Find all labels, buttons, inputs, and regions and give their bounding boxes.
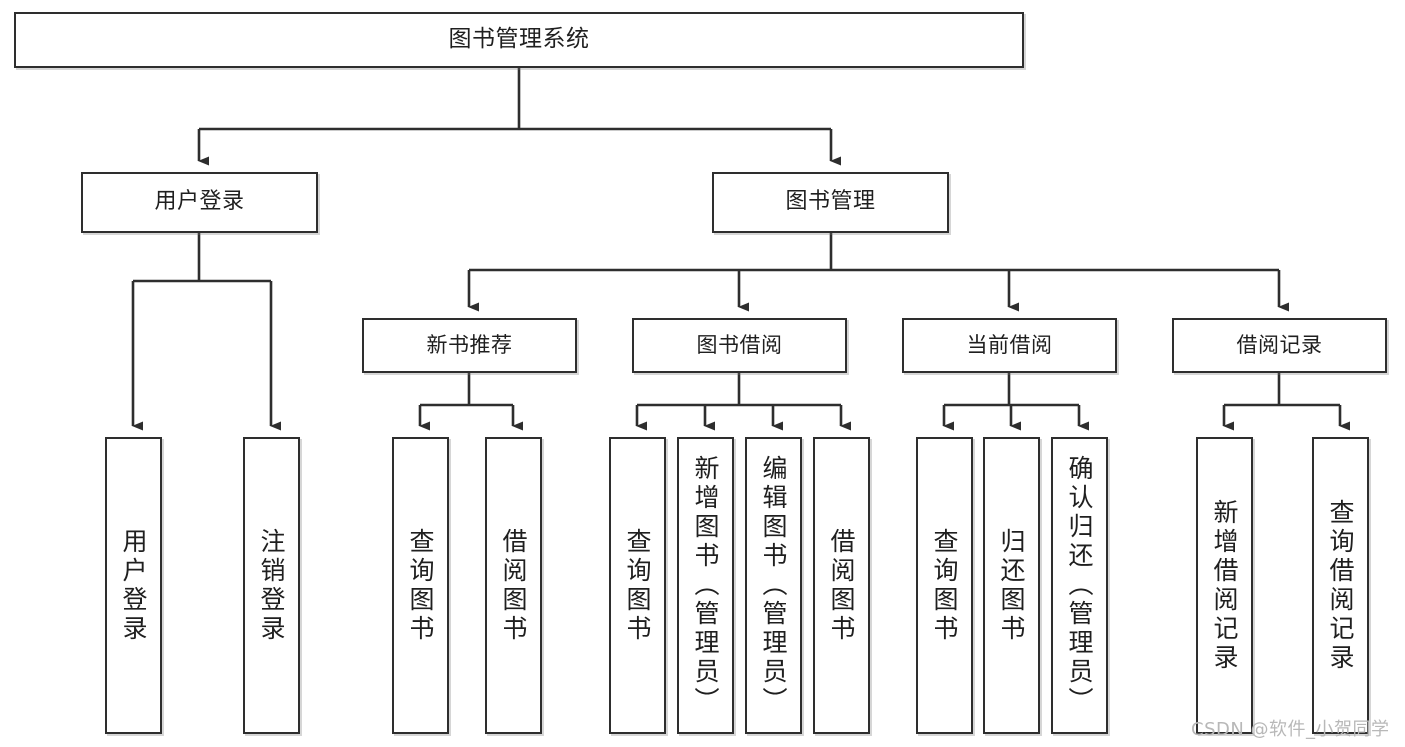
node-leaf-query-book-3[interactable]: 查询图书 bbox=[916, 437, 973, 734]
node-label-leaf-confirm-return: 确认归还（管理员） bbox=[1065, 455, 1094, 716]
node-leaf-query-record[interactable]: 查询借阅记录 bbox=[1312, 437, 1369, 734]
node-user-login[interactable]: 用户登录 bbox=[81, 172, 318, 233]
node-label-leaf-edit-book: 编辑图书（管理员） bbox=[759, 455, 788, 716]
node-label-current-borrow: 当前借阅 bbox=[966, 332, 1053, 357]
node-label-book-management: 图书管理 bbox=[785, 189, 876, 215]
node-leaf-borrow-book-1[interactable]: 借阅图书 bbox=[485, 437, 542, 734]
node-book-management[interactable]: 图书管理 bbox=[712, 172, 949, 233]
node-label-user-login: 用户登录 bbox=[154, 189, 245, 215]
node-leaf-return-book[interactable]: 归还图书 bbox=[983, 437, 1040, 734]
node-leaf-edit-book[interactable]: 编辑图书（管理员） bbox=[745, 437, 802, 734]
node-current-borrow[interactable]: 当前借阅 bbox=[902, 318, 1117, 373]
node-book-borrow[interactable]: 图书借阅 bbox=[632, 318, 847, 373]
node-label-leaf-add-book: 新增图书（管理员） bbox=[691, 455, 720, 716]
node-root-book-management-system[interactable]: 图书管理系统 bbox=[14, 12, 1024, 68]
node-leaf-add-record[interactable]: 新增借阅记录 bbox=[1196, 437, 1253, 734]
node-label-leaf-query-book-1: 查询图书 bbox=[406, 527, 435, 644]
node-label-root: 图书管理系统 bbox=[448, 26, 590, 53]
node-leaf-add-book[interactable]: 新增图书（管理员） bbox=[677, 437, 734, 734]
node-label-leaf-query-book-3: 查询图书 bbox=[930, 527, 959, 644]
node-label-book-borrow: 图书借阅 bbox=[696, 332, 783, 357]
node-label-borrow-record: 借阅记录 bbox=[1236, 332, 1323, 357]
node-label-leaf-user-logout: 注销登录 bbox=[257, 527, 286, 644]
node-label-leaf-borrow-book-1: 借阅图书 bbox=[499, 527, 528, 644]
node-leaf-borrow-book-2[interactable]: 借阅图书 bbox=[813, 437, 870, 734]
node-leaf-query-book-1[interactable]: 查询图书 bbox=[392, 437, 449, 734]
node-label-leaf-return-book: 归还图书 bbox=[997, 527, 1026, 644]
node-borrow-record[interactable]: 借阅记录 bbox=[1172, 318, 1387, 373]
node-new-book-recommend[interactable]: 新书推荐 bbox=[362, 318, 577, 373]
node-label-leaf-query-book-2: 查询图书 bbox=[623, 527, 652, 644]
node-label-new-book-recommend: 新书推荐 bbox=[426, 332, 513, 357]
node-label-leaf-query-record: 查询借阅记录 bbox=[1326, 498, 1355, 673]
node-label-leaf-add-record: 新增借阅记录 bbox=[1210, 498, 1239, 673]
node-leaf-user-logout[interactable]: 注销登录 bbox=[243, 437, 300, 734]
node-label-leaf-borrow-book-2: 借阅图书 bbox=[827, 527, 856, 644]
node-leaf-query-book-2[interactable]: 查询图书 bbox=[609, 437, 666, 734]
node-leaf-confirm-return[interactable]: 确认归还（管理员） bbox=[1051, 437, 1108, 734]
node-leaf-user-login[interactable]: 用户登录 bbox=[105, 437, 162, 734]
node-label-leaf-user-login: 用户登录 bbox=[119, 527, 148, 644]
